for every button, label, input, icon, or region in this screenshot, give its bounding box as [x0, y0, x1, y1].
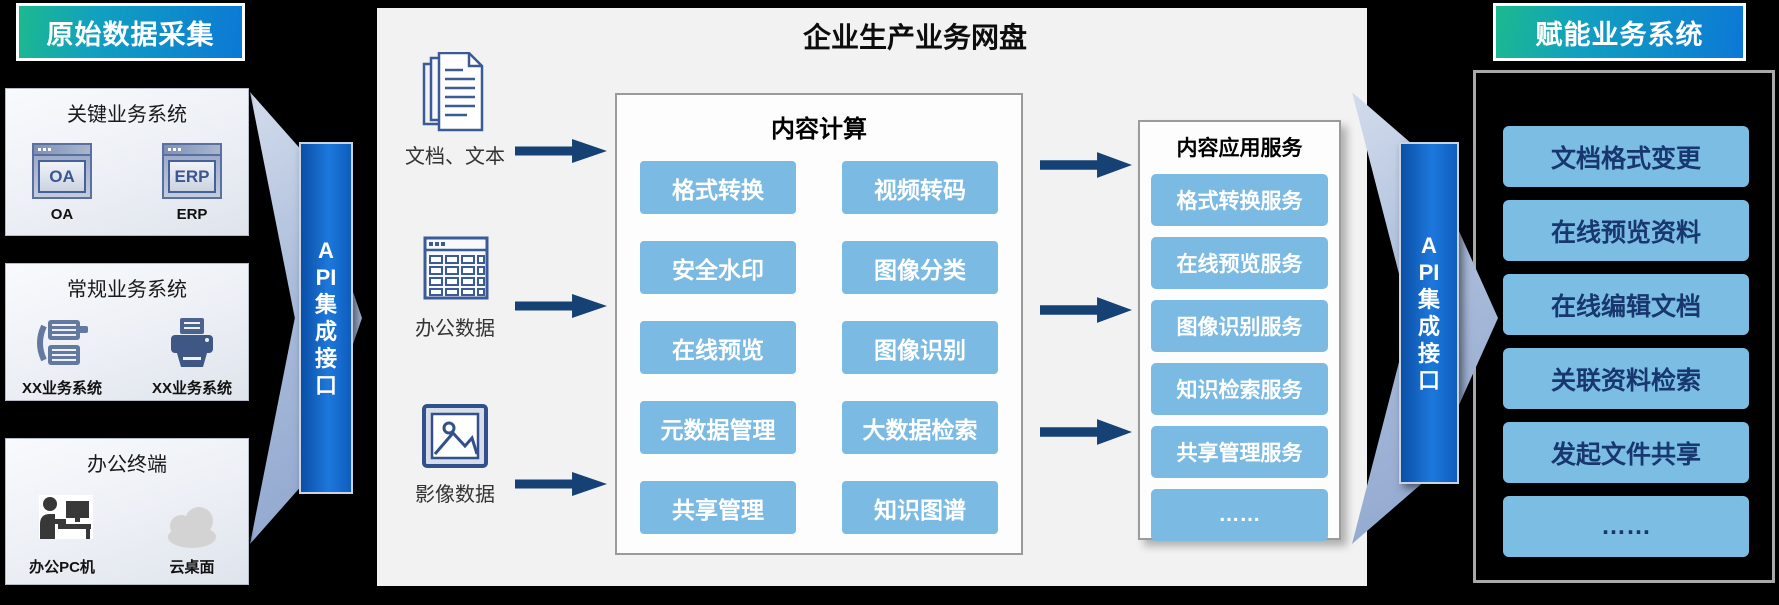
- page-title: 企业生产业务网盘: [802, 22, 1027, 53]
- item-label: ERP: [176, 206, 208, 223]
- capability-chip: 视频转码: [842, 161, 998, 214]
- list-item: XX业务系统: [144, 310, 240, 398]
- action-chip: 文档格式变更: [1503, 126, 1749, 187]
- documents-icon: [420, 51, 492, 143]
- capability-chip: 格式转换: [640, 161, 796, 214]
- source-label: 文档、文本: [405, 146, 505, 168]
- pc-user-icon: [31, 489, 93, 549]
- capability-chip: 图像分类: [842, 241, 998, 294]
- source-label: 办公数据: [415, 318, 495, 340]
- capability-chip: 共享管理: [640, 481, 796, 534]
- empower-actions-list: 文档格式变更 在线预览资料 在线编辑文档 关联资料检索 发起文件共享 ……: [1503, 126, 1749, 557]
- capability-chip: 安全水印: [640, 241, 796, 294]
- service-chip: 格式转换服务: [1151, 174, 1328, 226]
- group-title: 常规业务系统: [67, 279, 187, 301]
- api-bar-line: A: [1421, 233, 1437, 258]
- doc-feed-icon: [34, 310, 90, 370]
- service-chip: ……: [1151, 489, 1328, 541]
- spreadsheet-icon: [422, 235, 490, 308]
- group-title: 关键业务系统: [67, 104, 187, 126]
- capability-chip: 大数据检索: [842, 401, 998, 454]
- box-title: 内容应用服务: [1176, 137, 1303, 160]
- group-regular-business-systems: 常规业务系统 XX业务系统: [5, 263, 249, 401]
- left-header: 原始数据采集: [16, 3, 245, 61]
- list-item: ERP ERP: [144, 139, 240, 223]
- capability-chip: 元数据管理: [640, 401, 796, 454]
- api-bar-line: 成: [314, 319, 337, 344]
- group-key-business-systems: 关键业务系统 OA OA ERP ERP: [5, 88, 249, 236]
- printer-icon: [165, 310, 219, 370]
- content-compute-box: 内容计算 格式转换 视频转码 安全水印 图像分类 在线预览 图像识别 元数据管理…: [615, 93, 1023, 555]
- box-title: 内容计算: [771, 116, 867, 143]
- item-label: XX业务系统: [151, 380, 232, 397]
- api-bar-line: 口: [1417, 368, 1440, 393]
- api-bar-line: 集: [1417, 287, 1440, 312]
- api-bar-line: 成: [1417, 314, 1440, 339]
- group-office-terminals: 办公终端 办公PC机: [5, 438, 249, 585]
- list-item: 办公PC机: [14, 489, 110, 577]
- api-integration-bar-left: A PI 集 成 接 口: [299, 142, 353, 494]
- api-bar-line: 接: [1417, 341, 1440, 366]
- picture-icon: [422, 404, 488, 473]
- service-chip: 在线预览服务: [1151, 237, 1328, 289]
- oa-window-icon: OA: [32, 139, 92, 199]
- service-chip: 图像识别服务: [1151, 300, 1328, 352]
- action-chip: ……: [1503, 496, 1749, 557]
- left-header-label: 原始数据采集: [46, 19, 215, 50]
- api-bar-line: PI: [1418, 260, 1440, 285]
- capability-chip: 知识图谱: [842, 481, 998, 534]
- list-item: XX业务系统: [14, 310, 110, 398]
- cloud-icon: [161, 489, 223, 549]
- api-integration-bar-right: A PI 集 成 接 口: [1399, 142, 1459, 484]
- right-header: 赋能业务系统: [1493, 3, 1746, 61]
- item-label: 办公PC机: [29, 559, 95, 576]
- source-label: 影像数据: [415, 484, 495, 506]
- content-service-box: 内容应用服务 格式转换服务 在线预览服务 图像识别服务 知识检索服务 共享管理服…: [1138, 120, 1341, 541]
- item-label: XX业务系统: [21, 380, 102, 397]
- service-chip: 知识检索服务: [1151, 363, 1328, 415]
- erp-window-icon: ERP: [162, 139, 222, 199]
- action-chip: 在线编辑文档: [1503, 274, 1749, 335]
- list-item: 云桌面: [144, 489, 240, 577]
- action-chip: 发起文件共享: [1503, 422, 1749, 483]
- api-bar-line: 接: [314, 346, 337, 371]
- service-chip: 共享管理服务: [1151, 426, 1328, 478]
- group-title: 办公终端: [87, 454, 167, 476]
- list-item: OA OA: [14, 139, 110, 223]
- api-bar-line: 集: [314, 292, 337, 317]
- item-label: 云桌面: [169, 559, 215, 576]
- action-chip: 关联资料检索: [1503, 348, 1749, 409]
- right-header-label: 赋能业务系统: [1535, 19, 1704, 50]
- api-bar-line: PI: [315, 265, 337, 290]
- api-bar-line: 口: [314, 373, 337, 398]
- capability-chip: 在线预览: [640, 321, 796, 374]
- action-chip: 在线预览资料: [1503, 200, 1749, 261]
- api-bar-line: A: [318, 238, 334, 263]
- item-label: OA: [50, 206, 74, 223]
- capability-chip: 图像识别: [842, 321, 998, 374]
